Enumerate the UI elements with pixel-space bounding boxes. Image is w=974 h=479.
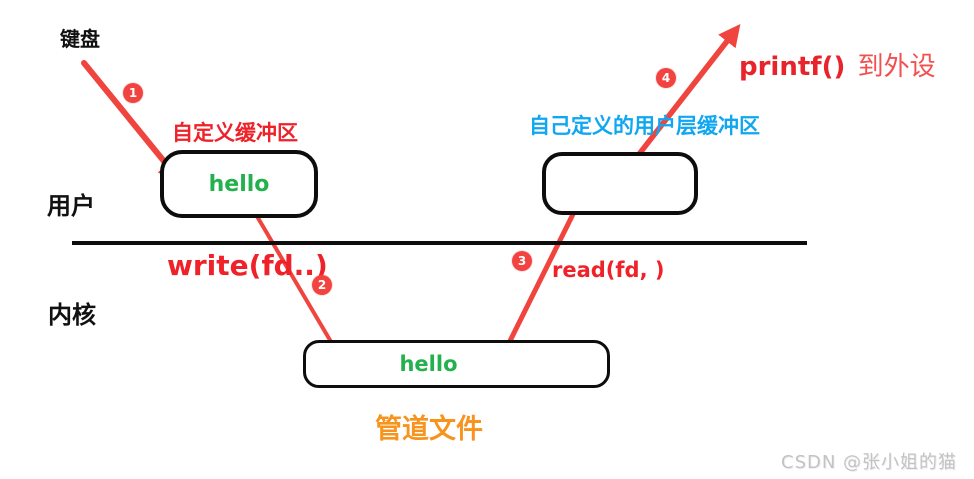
arrow-step4-buffer-to-device: [626, 24, 741, 170]
write-call-label: write(fd..): [167, 249, 328, 282]
user-layer-buffer-label: 自己定义的用户层缓冲区: [529, 114, 760, 138]
user-layer-buffer-box: [542, 152, 698, 215]
printf-call-label: printf(): [739, 52, 846, 82]
csdn-watermark: CSDN @张小姐的猫: [781, 452, 958, 473]
printf-destination-label: 到外设: [857, 52, 936, 82]
pipe-content: hello: [399, 352, 458, 376]
step-badge-2: 2: [312, 275, 332, 295]
printf-label-group: printf() 到外设: [739, 46, 936, 83]
custom-buffer-label: 自定义缓冲区: [172, 121, 298, 145]
kernel-space-label: 内核: [48, 301, 96, 329]
custom-buffer-box: hello: [160, 150, 318, 218]
step-badge-3: 3: [512, 251, 532, 271]
user-kernel-divider: [72, 241, 807, 245]
pipe-file-box: hello: [303, 340, 610, 388]
arrow-step1-keyboard-to-buffer: [81, 60, 183, 184]
step-badge-1: 1: [123, 83, 143, 103]
user-space-label: 用户: [47, 192, 95, 220]
pipe-file-label: 管道文件: [375, 414, 483, 445]
buffer1-content: hello: [208, 171, 270, 197]
step-badge-4: 4: [656, 68, 676, 88]
read-call-label: read(fd, ): [552, 258, 665, 282]
keyboard-label: 键盘: [60, 27, 100, 51]
